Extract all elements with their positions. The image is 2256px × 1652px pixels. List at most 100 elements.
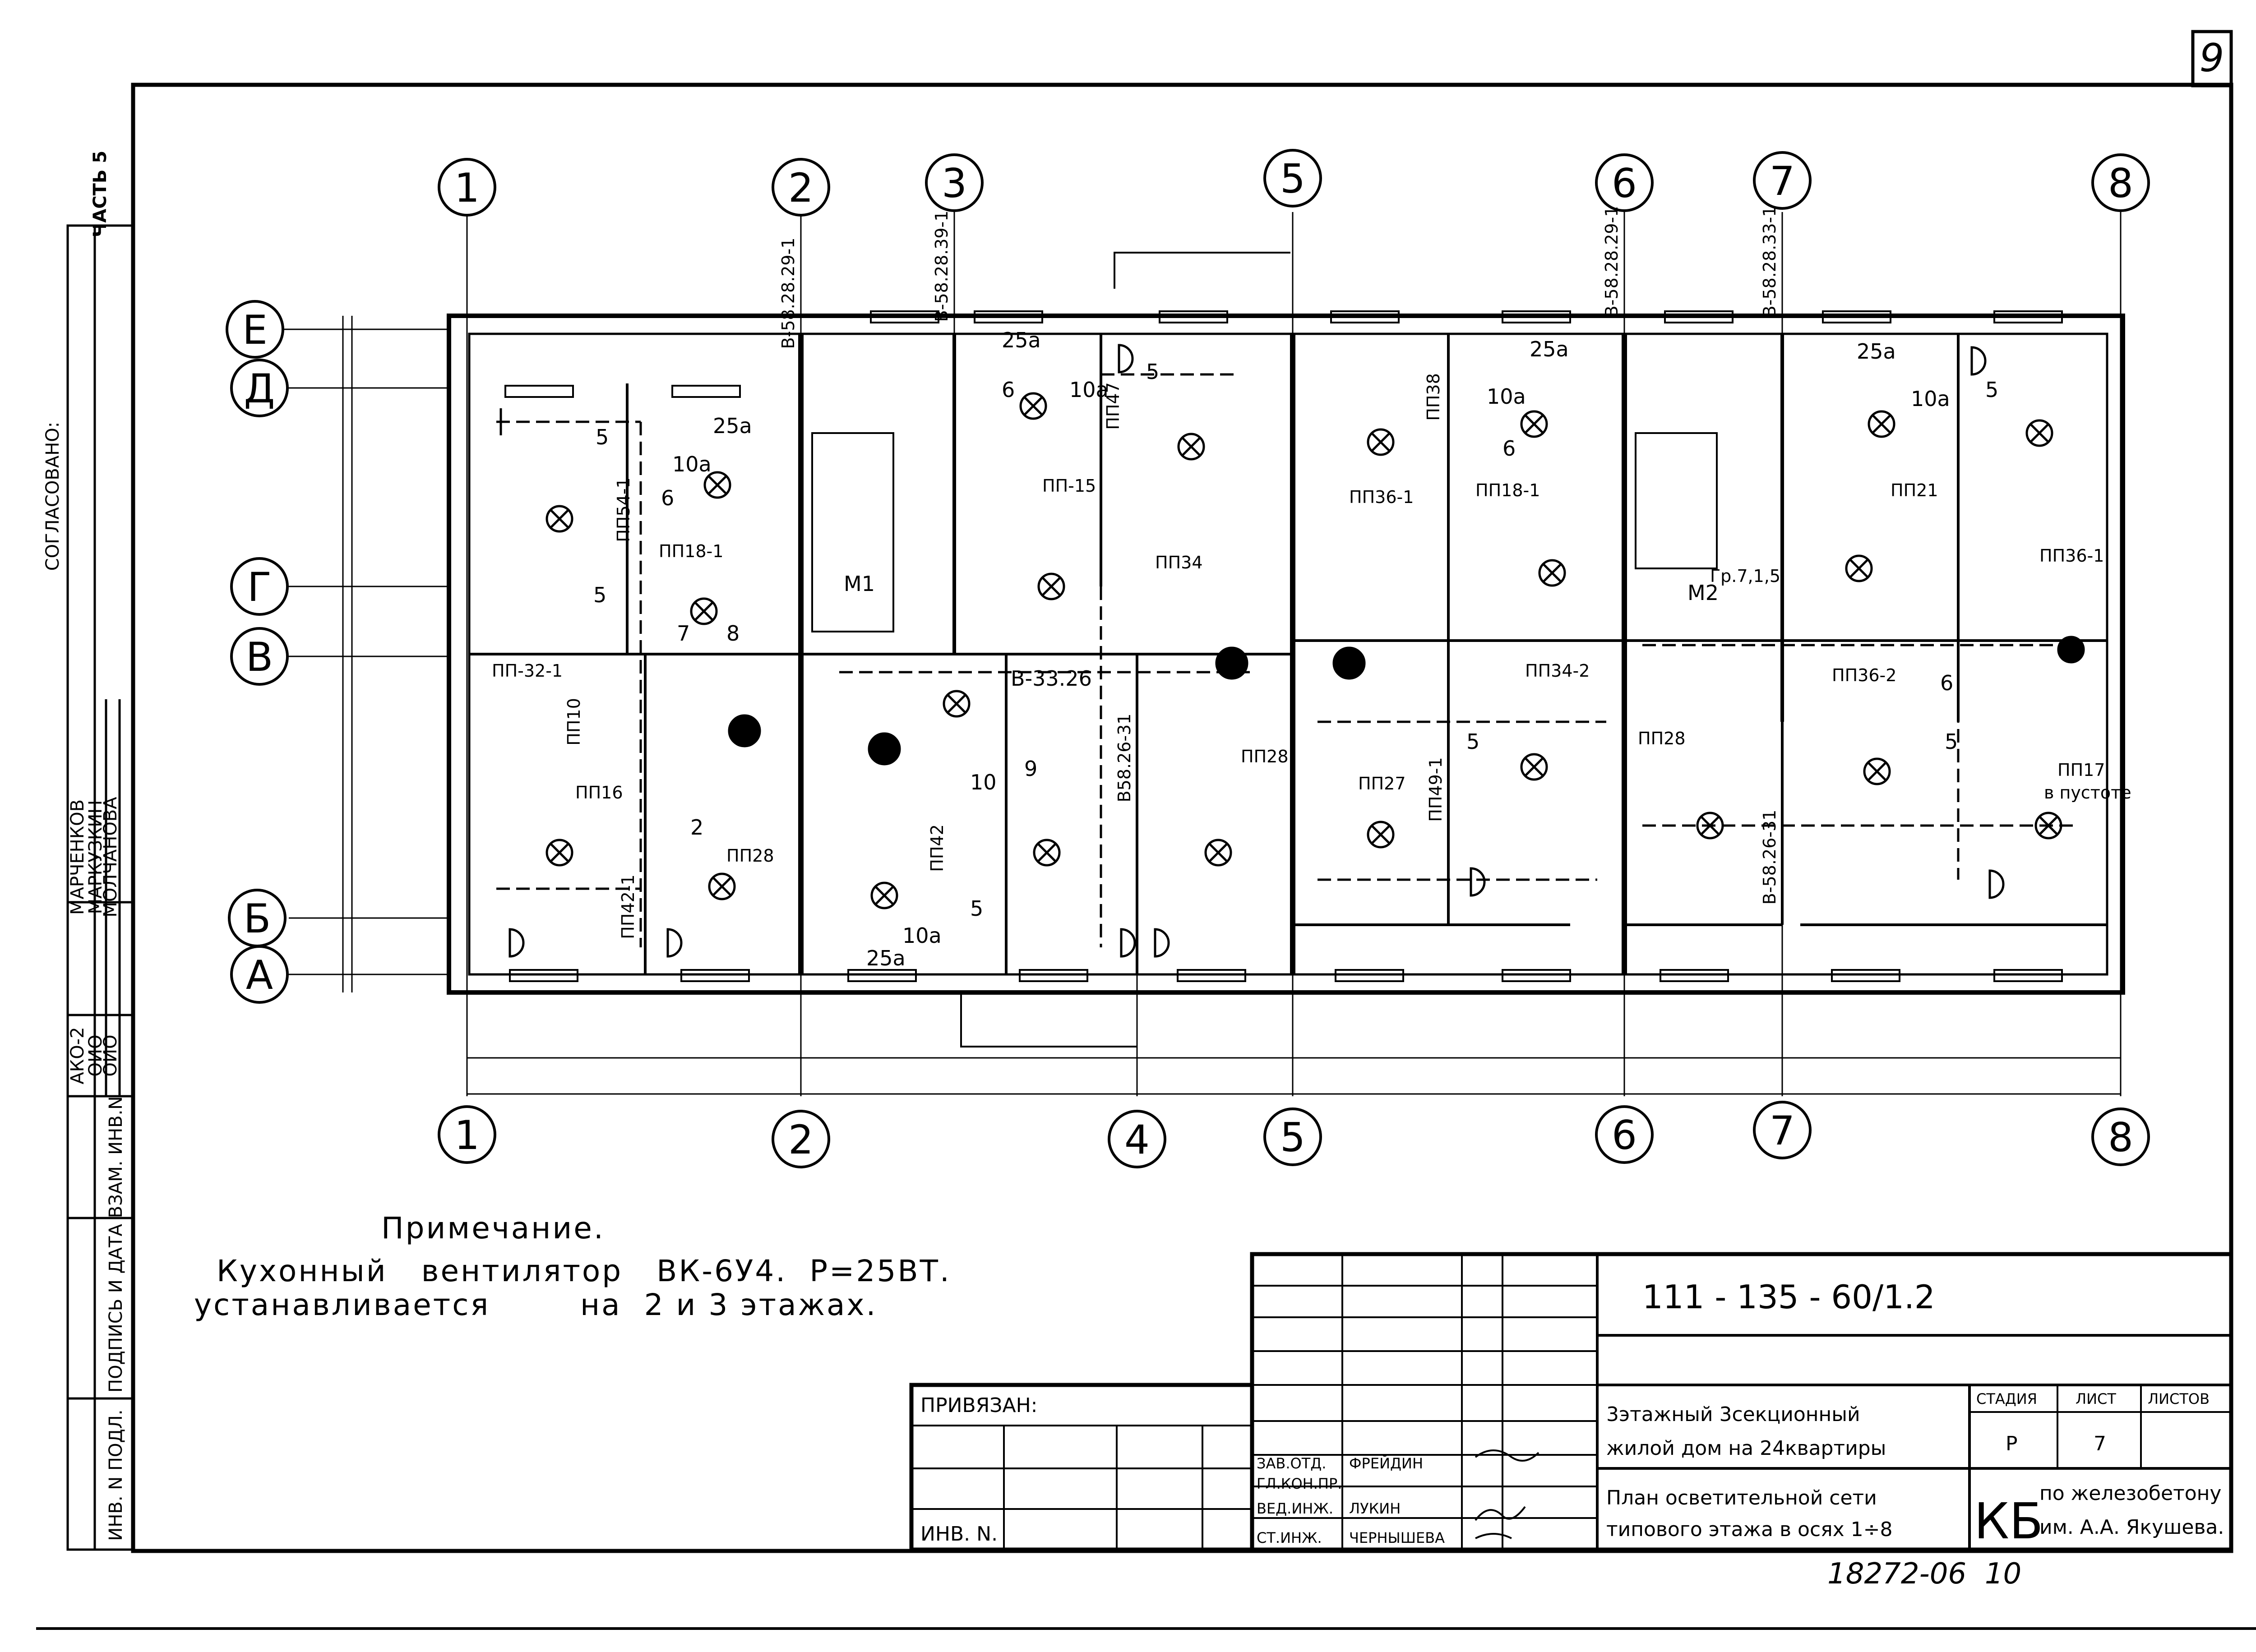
axis-bubble-5-bottom: 5 <box>1263 1107 1322 1166</box>
wall-lamp-symbols <box>499 344 2005 958</box>
breaker-label: в пустоте <box>2044 783 2131 803</box>
bath-lamp-icon <box>868 732 901 766</box>
strip-dept-2: ОИО <box>85 1035 106 1077</box>
svg-text:6: 6 <box>1612 160 1637 207</box>
wall-lamp-icon <box>509 928 525 958</box>
panel-label: ПП42-1 <box>618 874 638 939</box>
riser-label-3: В-58.28.29-1 <box>1602 206 1622 318</box>
svg-text:4: 4 <box>1124 1117 1150 1163</box>
circuit-number: 5 <box>1146 360 1159 384</box>
lamp-icon <box>2025 419 2053 447</box>
drawing-line-1: План осветительной сети <box>1606 1486 1877 1509</box>
circuit-number: 5 <box>1466 729 1479 754</box>
svg-text:1: 1 <box>454 1112 480 1158</box>
title-block-texts: 111 - 135 - 60/1.2 ПРИВЯЗАН: ИНВ. N. 3эт… <box>920 1278 2224 1591</box>
breaker-label: 10а <box>1487 384 1526 409</box>
lamp-icon <box>1204 839 1232 867</box>
panel-label: ПП34-2 <box>1525 661 1590 681</box>
svg-text:2: 2 <box>788 1117 814 1163</box>
lamp-symbols <box>546 392 2062 909</box>
stage-header: СТАДИЯ <box>1976 1390 2037 1407</box>
project-line-2: жилой дом на 24квартиры <box>1606 1437 1886 1460</box>
axis-bubble-D: Д <box>230 359 289 417</box>
lamp-icon <box>1019 392 1047 420</box>
svg-text:Е: Е <box>242 307 268 353</box>
lamp-icon <box>1367 428 1395 456</box>
breaker-label: 10а <box>902 923 942 948</box>
axis-bubble-6-bottom: 6 <box>1595 1105 1654 1164</box>
strip-dept-1: АКО-2 <box>67 1027 88 1084</box>
circuit-number: 7 <box>677 621 690 646</box>
panel-label: ПП54-1 <box>614 477 633 542</box>
bath-lamp-symbols <box>728 636 2085 766</box>
org-line-1: по железобетону <box>2039 1482 2221 1505</box>
sheet-number: 9 <box>2200 36 2224 81</box>
strip-name-3: МОЛЧАНОВА <box>100 797 121 918</box>
archive-number: 18272-06 10 <box>1827 1557 2021 1591</box>
axis-bubble-V: В <box>230 627 289 686</box>
axis-bubble-3-top: 3 <box>925 153 984 212</box>
svg-text:5: 5 <box>1280 1114 1305 1161</box>
breaker-label: Гр.7,1,5 <box>1710 566 1780 586</box>
lamp-icon <box>1367 821 1395 849</box>
svg-text:8: 8 <box>2108 160 2133 207</box>
sheets-header: ЛИСТОВ <box>2148 1390 2210 1407</box>
title-block <box>909 1252 2233 1552</box>
svg-text:2: 2 <box>788 165 814 211</box>
part-label: ЧАСТЬ 5 <box>90 151 111 237</box>
note-title: Примечание. <box>381 1211 605 1246</box>
breaker-label: 10а <box>1069 378 1109 402</box>
circuit-number: 10 <box>970 770 997 794</box>
lamp-icon <box>703 471 731 499</box>
svg-text:Д: Д <box>244 365 275 412</box>
svg-text:В: В <box>246 634 273 680</box>
left-binding-strip <box>66 224 134 1551</box>
circuit-number: 6 <box>661 486 674 510</box>
axis-bubble-7-top: 7 <box>1753 151 1812 210</box>
axis-bubble-7-bottom: 7 <box>1753 1101 1812 1159</box>
staff-role-1: ЗАВ.ОТД. <box>1257 1455 1326 1472</box>
lamp-icon <box>1868 410 1895 438</box>
lamp-icon <box>1520 410 1548 438</box>
svg-text:8: 8 <box>2108 1114 2133 1161</box>
bath-lamp-icon <box>1215 646 1248 680</box>
axis-bubble-2-top: 2 <box>772 158 830 217</box>
svg-text:А: А <box>246 952 273 998</box>
panel-label: ПП28 <box>1241 747 1289 766</box>
lamp-icon <box>1696 812 1724 840</box>
panel-label: ПП18-1 <box>659 541 723 561</box>
lamp-icon <box>690 597 718 625</box>
panel-label: ПП28 <box>1638 729 1686 748</box>
axis-bubble-G: Г <box>230 557 289 616</box>
svg-text:7: 7 <box>1770 158 1795 204</box>
circuit-number: 5 <box>593 583 606 607</box>
axis-bubble-1-bottom: 1 <box>438 1105 496 1164</box>
strip-name-1: МАРЧЕНКОВ <box>67 799 88 915</box>
panel-label: ПП38 <box>1424 373 1443 421</box>
wall-lamp-icon <box>1988 869 2005 899</box>
axis-bubble-8-top: 8 <box>2091 153 2150 212</box>
svg-text:7: 7 <box>1770 1107 1795 1154</box>
breaker-label: 10а <box>1911 387 1950 411</box>
note-line-1: Кухонный вентилятор ВК-6У4. Р=25ВТ. <box>217 1254 951 1288</box>
axis-bubble-B: Б <box>228 889 287 947</box>
breaker-label: M1 <box>844 572 875 596</box>
agreed-label: СОГЛАСОВАНО: <box>42 422 63 571</box>
circuit-number: 5 <box>970 896 983 921</box>
panel-label: ПП34 <box>1155 553 1203 572</box>
sheet-header: ЛИСТ <box>2076 1390 2116 1407</box>
staff-name-1: ФРЕЙДИН <box>1349 1455 1423 1472</box>
stamp-cell-3: ИНВ. N ПОДЛ. <box>106 1409 126 1541</box>
axis-bubbles-left: Е Д Г В Б А <box>226 300 289 1004</box>
panel-label: ПП-32-1 <box>492 661 563 681</box>
breaker-label: 25а <box>713 414 752 438</box>
axis-bubbles-top: 1 2 3 5 6 7 8 <box>438 149 2150 217</box>
riser-label-4: В-58.28.33-1 <box>1760 206 1780 318</box>
breaker-label: 25а <box>1530 337 1569 361</box>
breaker-label: M2 <box>1687 581 1719 605</box>
staff-name-3: ЛУКИН <box>1349 1500 1401 1517</box>
stamp-cell-2: ПОДПИСЬ И ДАТА <box>106 1223 126 1393</box>
bath-lamp-icon <box>728 714 761 748</box>
staff-name-4: ЧЕРНЫШЕВА <box>1349 1529 1445 1546</box>
